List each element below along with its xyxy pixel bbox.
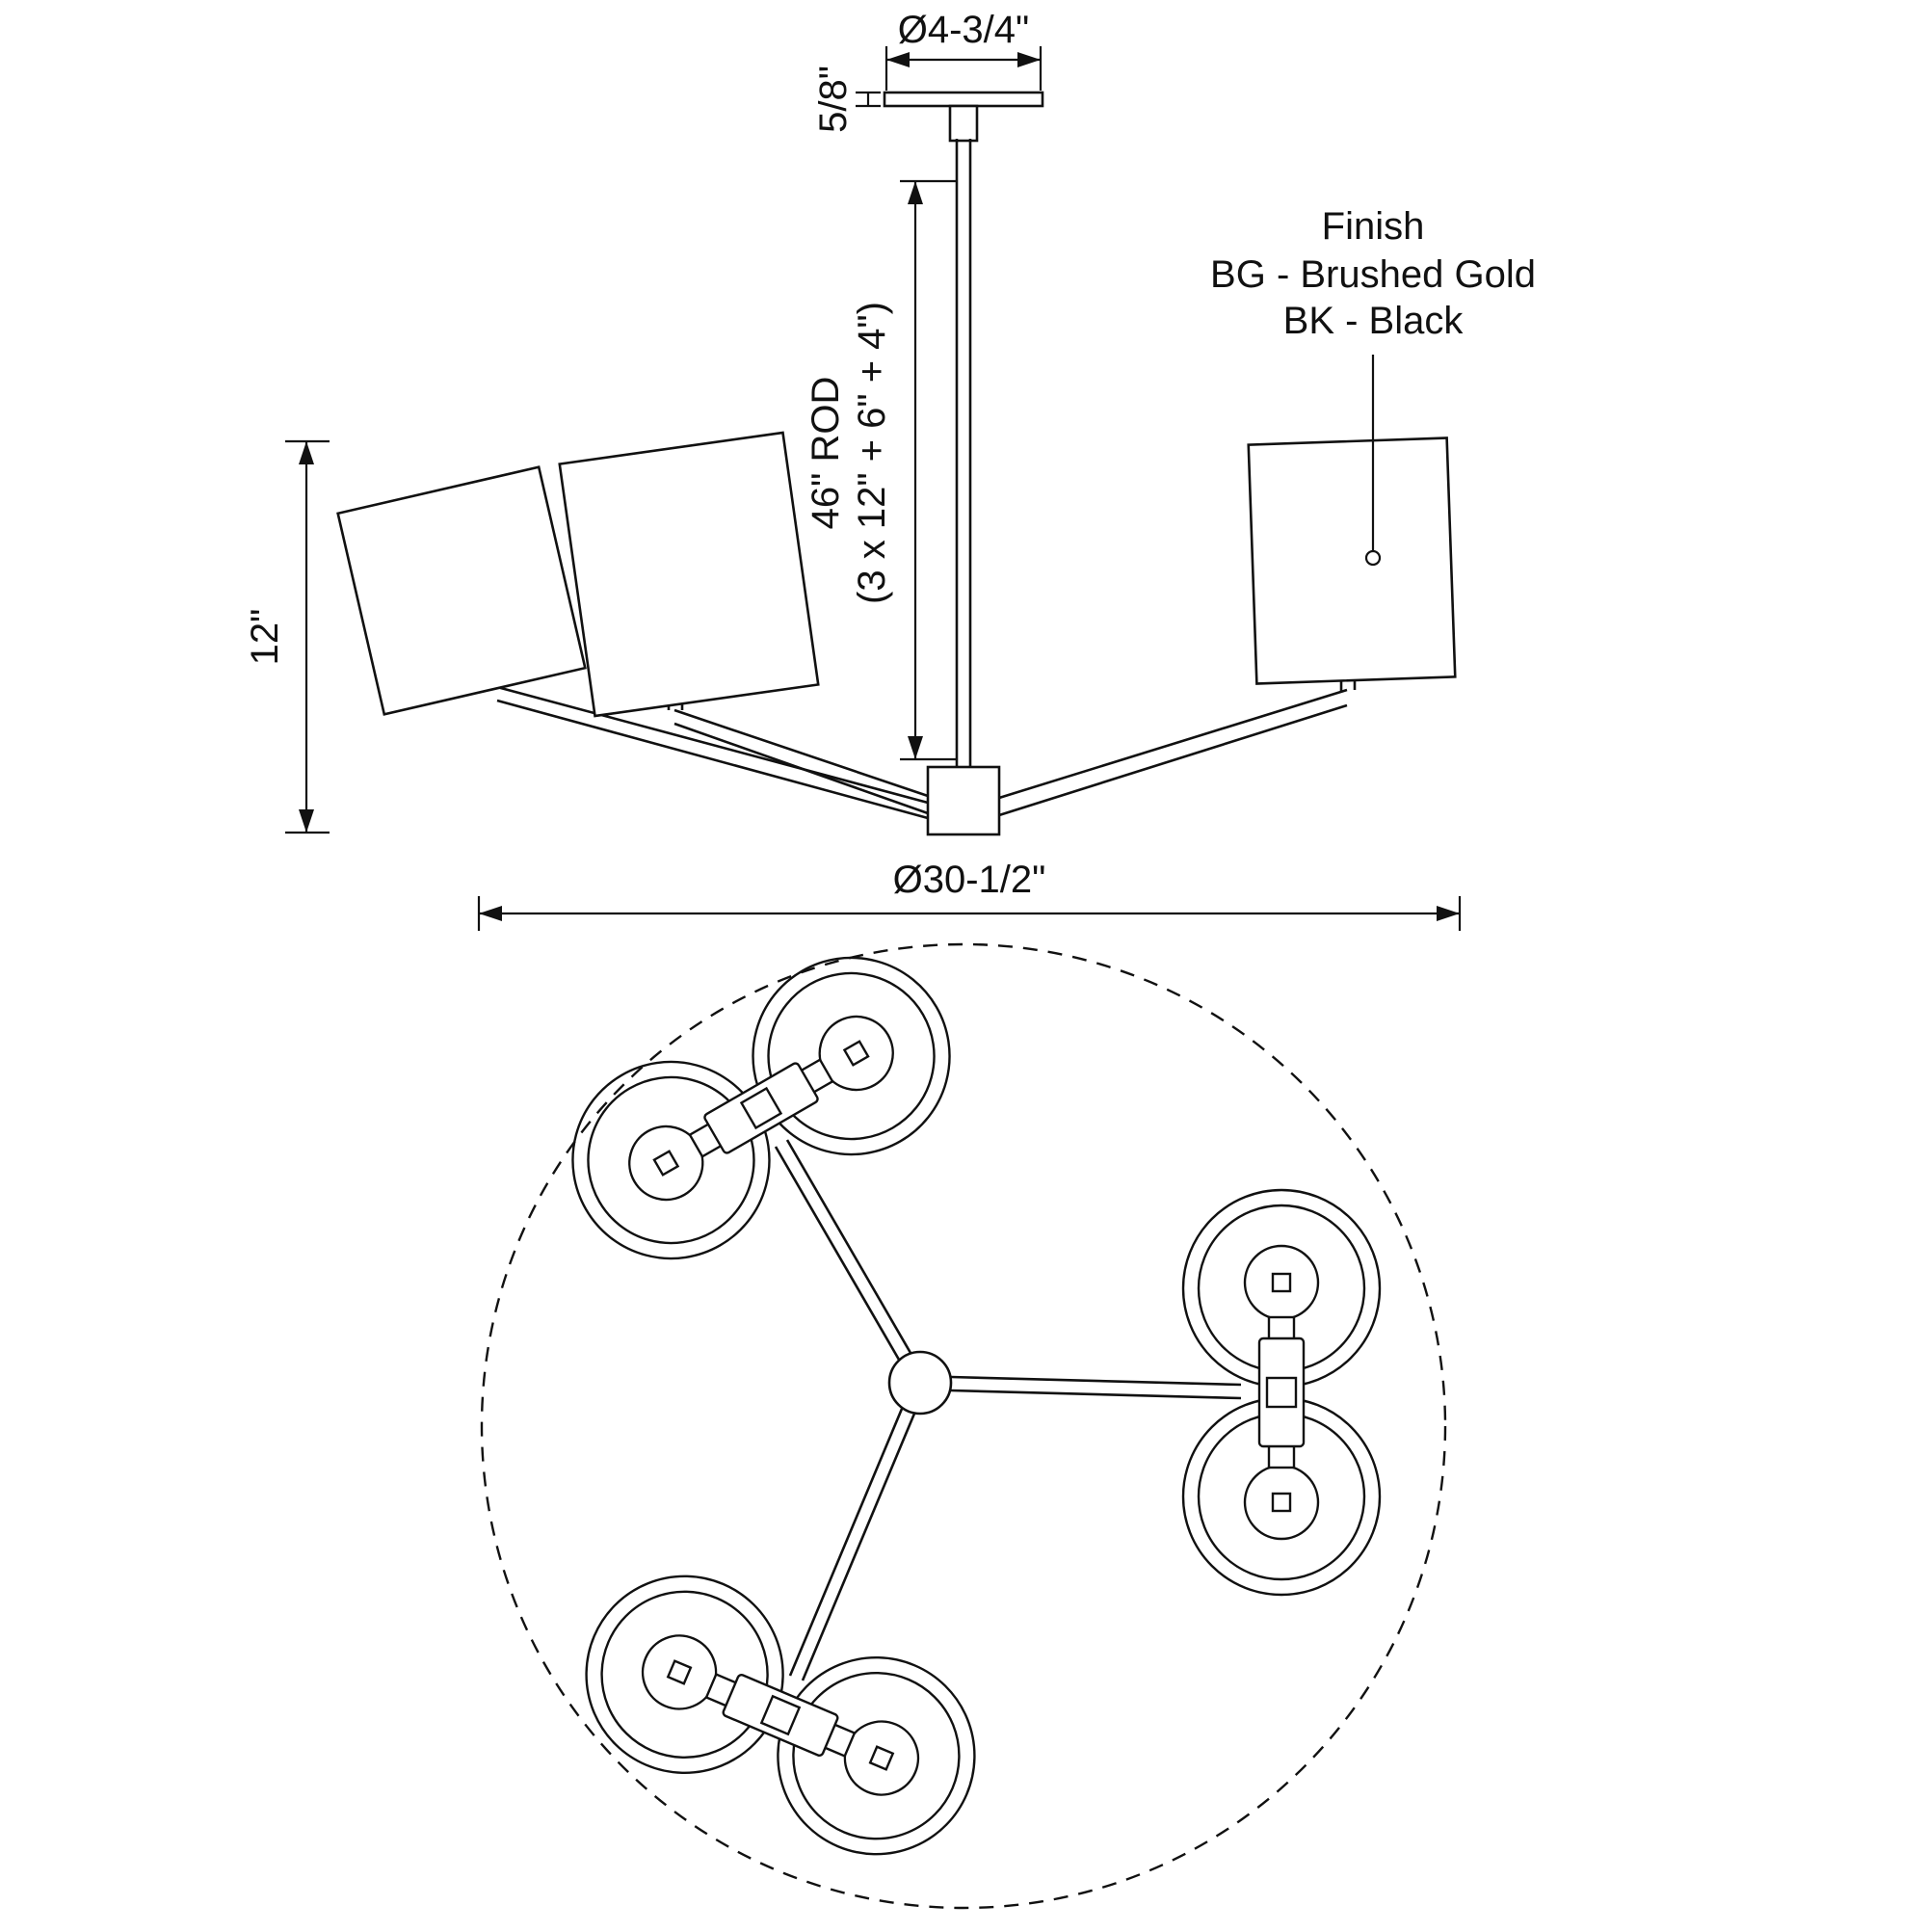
finish-title: Finish <box>1322 205 1425 248</box>
elevation-view: Ø4-3/4" 5/8" 46" ROD (3 x 12" + 6" + 4") <box>244 9 1536 931</box>
canopy-stem <box>948 104 979 143</box>
center-hub <box>926 765 1001 836</box>
plan-center-hub <box>887 1350 953 1416</box>
finish-option-bk: BK - Black <box>1283 300 1465 342</box>
canopy-diameter-label: Ø4-3/4" <box>898 9 1029 51</box>
finish-leader-dot <box>1364 549 1382 567</box>
shade-left-back <box>336 465 587 716</box>
canopy-height-dimension: 5/8" <box>812 66 881 133</box>
shade-right <box>1247 437 1457 685</box>
plan-arm-bottom <box>788 1408 916 1681</box>
rod-length-label-line1: 46" ROD <box>805 377 847 530</box>
plan-arm-top-left <box>774 1139 912 1361</box>
plan-arm-right <box>950 1375 1242 1400</box>
finish-callout: Finish BG - Brushed Gold BK - Black <box>1210 205 1536 567</box>
overall-diameter-label: Ø30-1/2" <box>893 859 1046 901</box>
overall-diameter-dimension: Ø30-1/2" <box>477 859 1462 931</box>
shade-left-front <box>558 431 820 718</box>
canopy-height-label: 5/8" <box>812 66 855 133</box>
finish-option-bg: BG - Brushed Gold <box>1210 253 1536 296</box>
rod-length-label-line2: (3 x 12" + 6" + 4") <box>851 302 893 604</box>
shade-height-label: 12" <box>244 609 286 666</box>
plan-view <box>480 920 1447 1910</box>
lamp-cluster-right <box>1181 1188 1382 1597</box>
boundary-dashed-circle <box>480 942 1447 1910</box>
canopy-plate <box>883 91 1044 108</box>
hanging-rod <box>955 139 972 769</box>
arm-right <box>998 669 1357 817</box>
lamp-cluster-top-left <box>535 920 988 1296</box>
shade-height-dimension: 12" <box>244 439 330 834</box>
rod-length-dimension: 46" ROD (3 x 12" + 6" + 4") <box>805 179 956 761</box>
lamp-cluster-bottom <box>554 1544 1007 1887</box>
canopy-diameter-dimension: Ø4-3/4" <box>884 9 1043 91</box>
